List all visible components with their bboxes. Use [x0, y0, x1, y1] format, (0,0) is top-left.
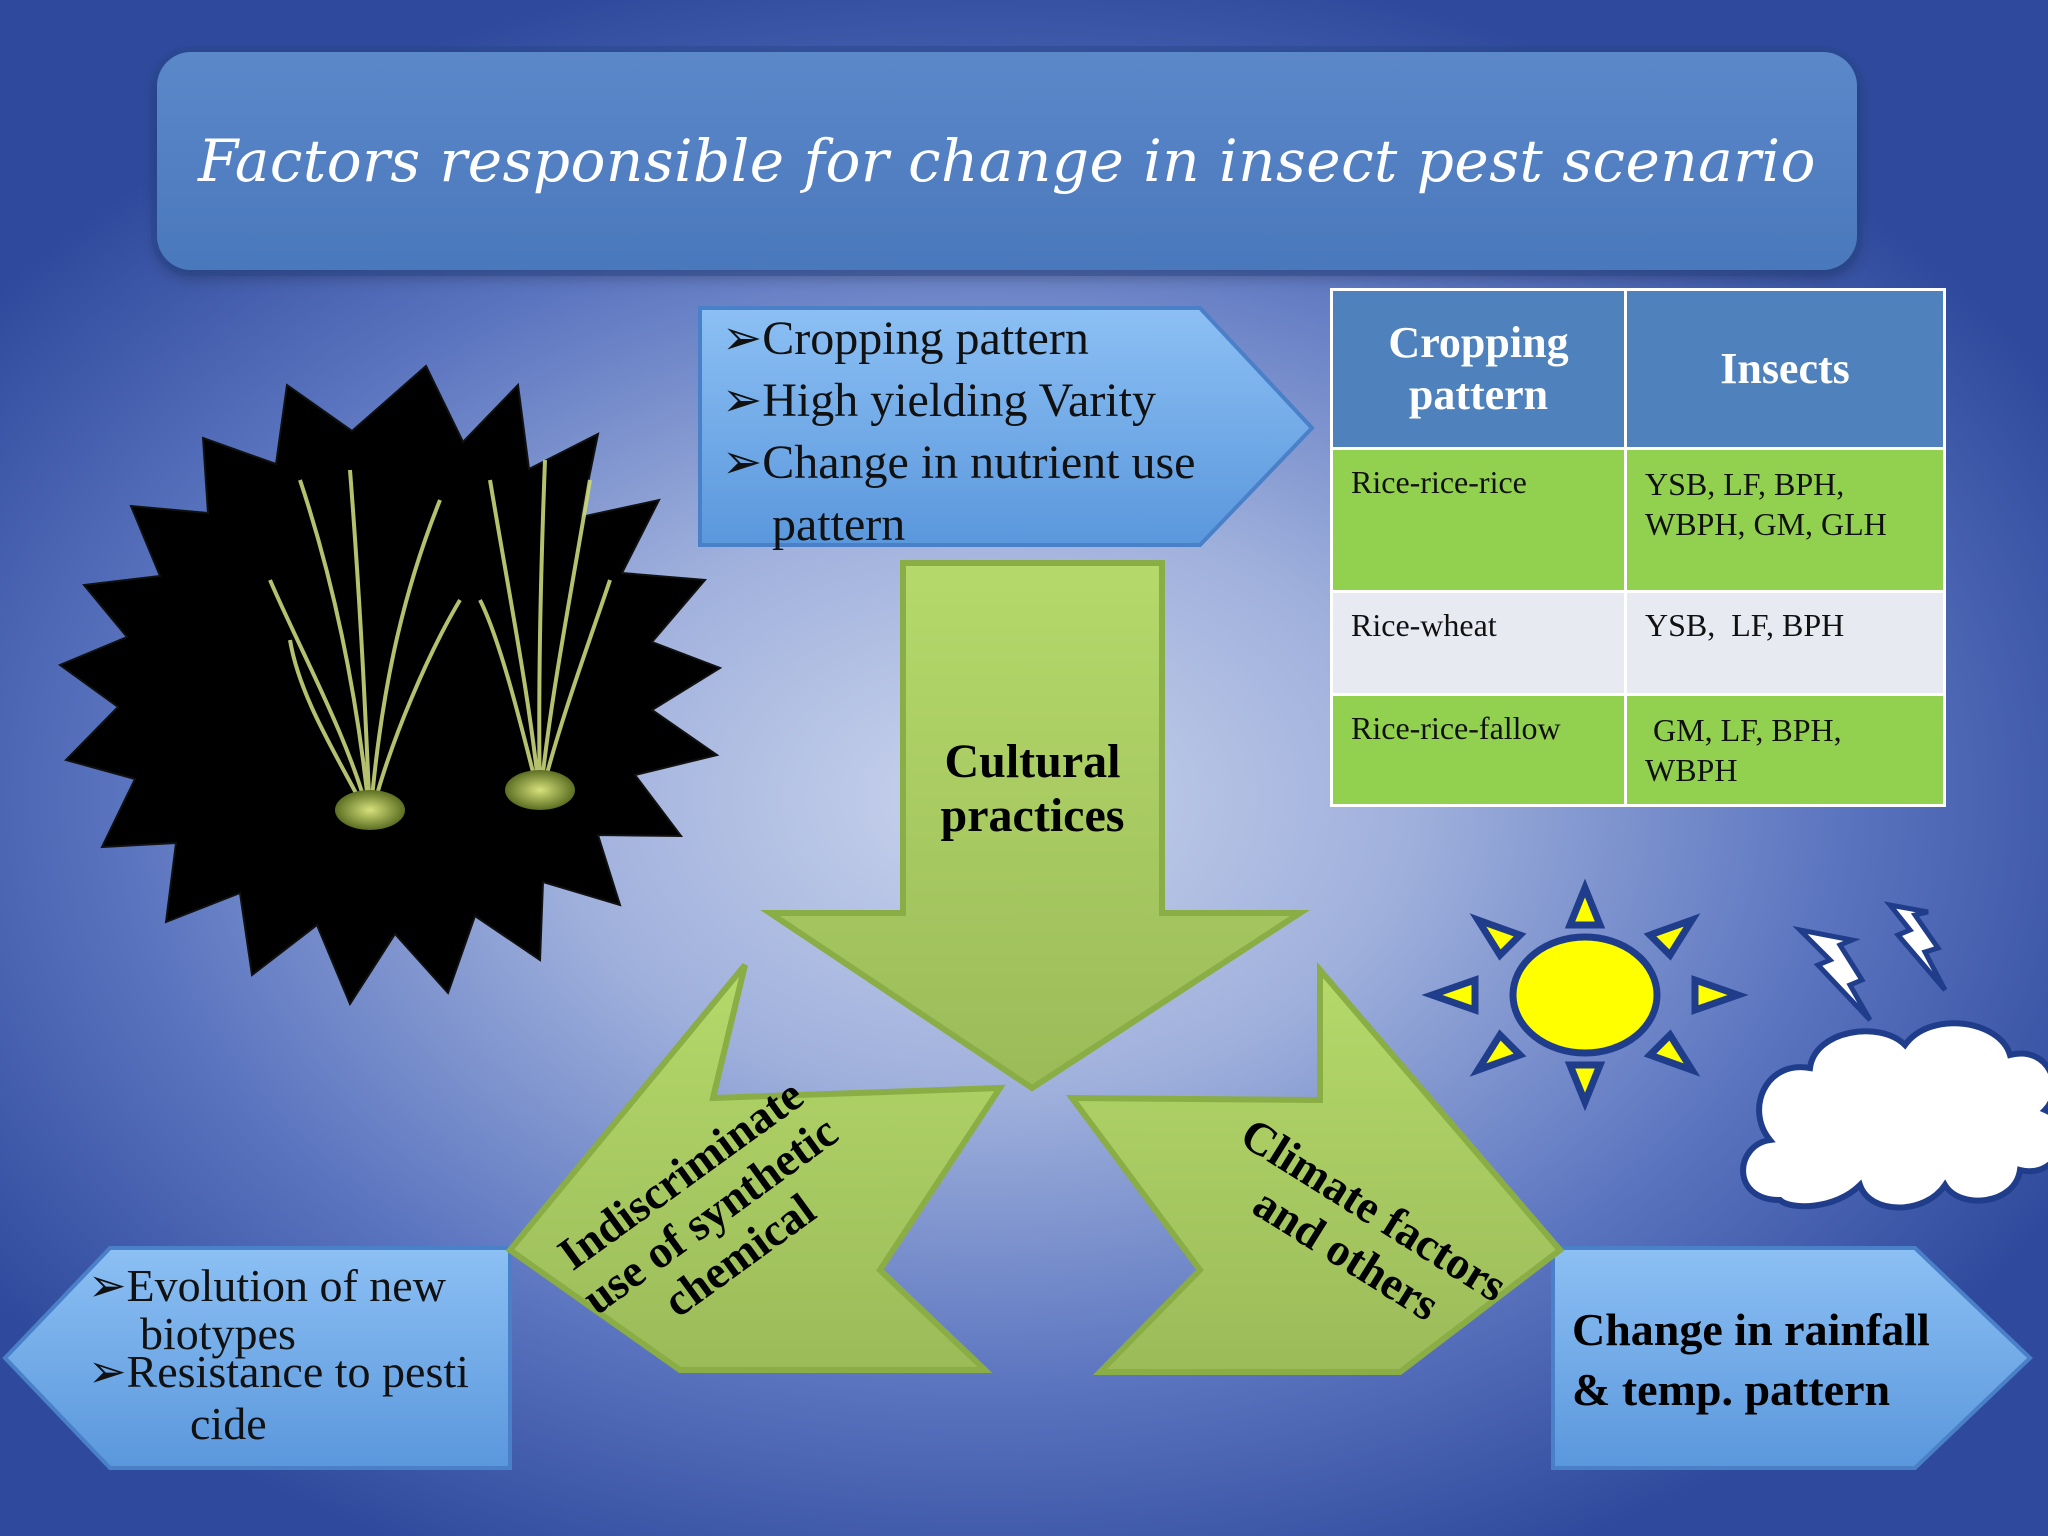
center-arrow-shape [760, 560, 1311, 1092]
label-line: & temp. pattern [1572, 1364, 1891, 1415]
lightning-icon [1792, 901, 1948, 1022]
table-header-cell: Cropping pattern [1330, 288, 1627, 450]
table-cell: Rice-rice-rice [1330, 447, 1627, 593]
page-title: Factors responsible for change in insect… [198, 127, 1816, 195]
table-cell: Rice-wheat [1330, 590, 1627, 696]
table-row: Rice-wheat YSB, LF, BPH [1330, 590, 1946, 696]
starburst-rice-image [57, 364, 723, 1007]
table-row: Rice-rice-rice YSB, LF, BPH, WBPH, GM, G… [1330, 447, 1946, 593]
sun-icon [1421, 878, 1749, 1112]
rainfall-temp-label: Change in rainfall & temp. pattern [1572, 1300, 2012, 1420]
table-header-cell: Insects [1624, 288, 1946, 450]
top-box-list: ➢Cropping pattern ➢High yielding Varity … [722, 308, 1242, 556]
list-item-continuation: cide [88, 1398, 518, 1450]
list-item-continuation: biotypes [88, 1308, 518, 1360]
list-item-text: Evolution of new [126, 1260, 446, 1311]
table-header-row: Cropping pattern Insects [1330, 288, 1946, 450]
list-item: ➢High yielding Varity [722, 374, 1156, 427]
table-cell: YSB, LF, BPH, WBPH, GM, GLH [1624, 447, 1946, 593]
list-item: ➢Evolution of new [88, 1260, 446, 1311]
cropping-insects-table: Cropping pattern Insects Rice-rice-rice … [1330, 288, 1946, 807]
label-line: Change in rainfall [1572, 1304, 1930, 1355]
title-banner: Factors responsible for change in insect… [157, 52, 1857, 270]
list-item-text: Cropping pattern [762, 312, 1089, 365]
cultural-practices-label: Cultural practices [905, 735, 1160, 843]
left-arrow-box-shape [2, 1246, 512, 1470]
table-cell: Rice-rice-fallow [1330, 693, 1627, 807]
table-row: Rice-rice-fallow GM, LF, BPH, WBPH [1330, 693, 1946, 807]
list-item-text: pattern [772, 498, 906, 551]
list-item: ➢Resistance to pesti [88, 1346, 469, 1397]
left-box-list: ➢Evolution of new biotypes ➢Resistance t… [88, 1260, 518, 1450]
table-cell: YSB, LF, BPH [1624, 590, 1946, 696]
list-item-text: High yielding Varity [762, 374, 1156, 427]
list-item-text: biotypes [140, 1308, 296, 1359]
list-item-text: cide [190, 1398, 267, 1449]
list-item-text: Resistance to pesti [126, 1346, 469, 1397]
list-item: ➢Cropping pattern [722, 312, 1089, 365]
list-item: ➢Change in nutrient use [722, 436, 1196, 489]
list-item-text: Change in nutrient use [762, 436, 1196, 489]
label-line: Cultural [944, 735, 1121, 788]
right-arrow-shape [1065, 961, 1565, 1375]
cloud-icon [1740, 1020, 2048, 1211]
label-line: practices [940, 789, 1125, 842]
left-arrow-shape [505, 963, 1006, 1373]
top-arrow-box-shape [698, 306, 1315, 547]
list-item-continuation: pattern [722, 494, 1242, 556]
right-arrow-box-shape [1551, 1246, 2033, 1470]
table-cell: GM, LF, BPH, WBPH [1624, 693, 1946, 807]
